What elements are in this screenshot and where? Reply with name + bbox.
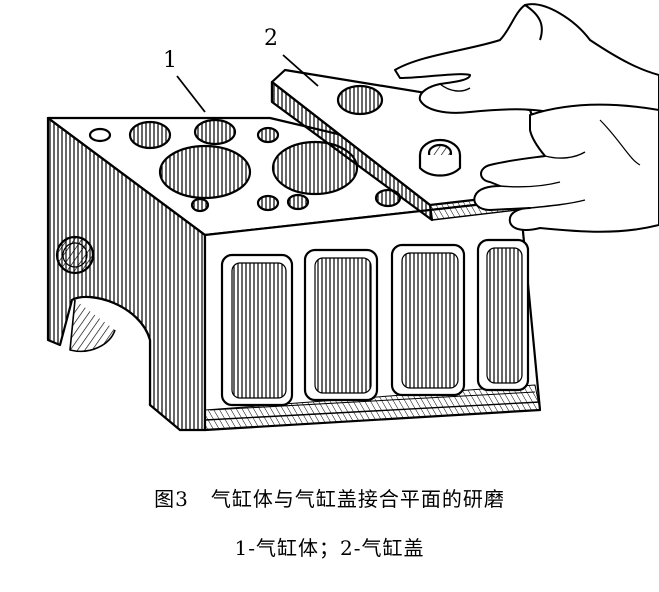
leader-2 [282,54,319,87]
figure-legend: 1-气缸体；2-气缸盖 [234,536,425,560]
leader-1 [176,75,206,113]
figure-caption: 图3 气缸体与气缸盖接合平面的研磨 [0,483,659,512]
illustration [46,3,659,432]
cylinder-block [46,116,542,432]
part-label-1: 1 [163,48,177,73]
deck-bore [271,140,359,196]
part-label-2: 2 [264,26,278,51]
hands [394,3,659,233]
figure-title: 气缸体与气缸盖接合平面的研磨 [210,487,505,511]
lower-hand [473,103,659,233]
leader-lines [176,54,319,113]
head-port [336,84,384,116]
figure-number: 图3 [154,487,189,511]
deck-bore [158,144,252,200]
block-side-plug [55,235,95,275]
